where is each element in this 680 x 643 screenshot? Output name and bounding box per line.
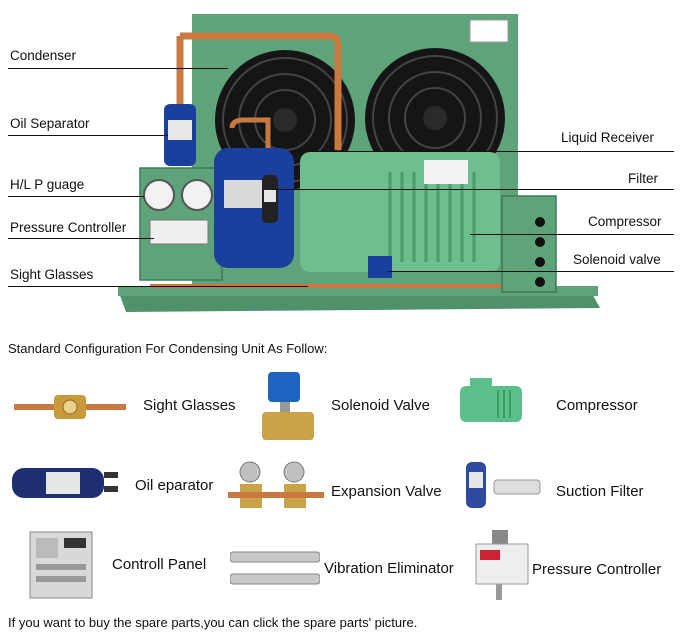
gauge-low [143, 179, 175, 211]
leader-line [8, 196, 144, 197]
suction-filter-thumbnail[interactable] [464, 458, 544, 512]
leader-line [8, 238, 154, 239]
condensing-unit-diagram: Condenser Oil Separator H/L P guage Pres… [0, 0, 680, 330]
callout-hl-gauge: H/L P guage [10, 177, 85, 192]
solenoid-valve-thumbnail[interactable] [258, 370, 320, 444]
config-title: Standard Configuration For Condensing Un… [8, 341, 328, 356]
expansion-valve-thumbnail[interactable] [228, 460, 324, 514]
compressor-body [300, 152, 500, 272]
solenoid-valve-shape [368, 256, 392, 278]
oil-separator-thumbnail[interactable] [10, 462, 120, 504]
part-suction-filter[interactable]: Suction Filter [556, 483, 644, 500]
callout-condenser: Condenser [10, 48, 77, 63]
compressor-thumbnail[interactable] [458, 376, 524, 426]
leader-line [8, 286, 308, 287]
part-solenoid-valve[interactable]: Solenoid Valve [331, 397, 430, 414]
part-oil-separator[interactable]: Oil eparator [135, 477, 214, 494]
leader-line [290, 151, 674, 152]
vibration-eliminator-thumbnail[interactable] [230, 550, 320, 586]
leader-line [8, 68, 228, 69]
callout-compressor: Compressor [588, 214, 662, 229]
condensing-unit-illustration[interactable] [0, 0, 680, 330]
leader-line [8, 135, 168, 136]
callout-sight-glasses: Sight Glasses [10, 267, 94, 282]
part-compressor[interactable]: Compressor [556, 397, 638, 414]
callout-solenoid-valve: Solenoid valve [573, 252, 661, 267]
callout-oil-separator: Oil Separator [10, 116, 90, 131]
callout-filter: Filter [628, 171, 658, 186]
gauge-high [181, 179, 213, 211]
footer-note: If you want to buy the spare parts,you c… [8, 615, 418, 630]
pressure-controller-box [149, 219, 209, 245]
part-pressure-controller[interactable]: Pressure Controller [532, 561, 662, 578]
leader-line [388, 271, 674, 272]
leader-line [470, 234, 674, 235]
control-box [501, 195, 557, 293]
part-control-panel[interactable]: Controll Panel [112, 556, 207, 573]
callout-liquid-receiver: Liquid Receiver [561, 130, 655, 145]
leader-line [272, 189, 674, 190]
part-expansion-valve[interactable]: Expansion Valve [331, 483, 442, 500]
sight-glass-thumbnail[interactable] [14, 390, 126, 424]
part-sight-glasses[interactable]: Sight Glasses [143, 397, 236, 414]
pressure-controller-thumbnail[interactable] [470, 530, 532, 600]
callout-pressure-controller: Pressure Controller [10, 220, 127, 235]
part-vibration-eliminator[interactable]: Vibration Eliminator [324, 560, 454, 577]
control-panel-thumbnail[interactable] [28, 530, 94, 600]
